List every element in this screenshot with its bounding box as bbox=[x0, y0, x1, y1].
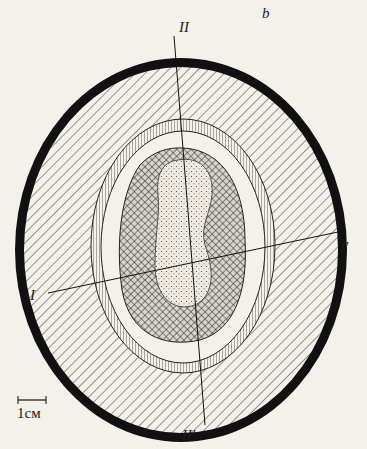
scale-label: 1см bbox=[17, 406, 41, 421]
axis-label: I' bbox=[340, 240, 348, 255]
axis-label: II bbox=[179, 20, 189, 35]
axis-label: II' bbox=[182, 428, 195, 443]
panel-letter: b bbox=[262, 6, 270, 21]
axis-label: I bbox=[30, 288, 35, 303]
